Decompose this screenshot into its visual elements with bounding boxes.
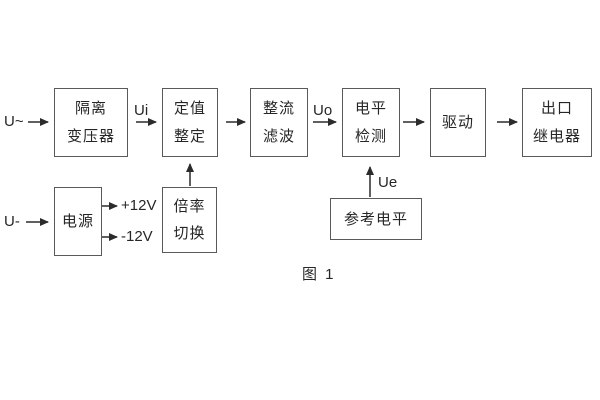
block-level-detection: 电平 检测 [342,88,400,157]
block-label: 电平 [354,100,387,118]
block-label: 切换 [173,224,206,242]
block-ratio-switch: 倍率 切换 [162,187,217,253]
block-label: 参考电平 [343,210,408,228]
block-label: 出口 [540,100,573,118]
label-ac-input: U~ [4,113,24,130]
label-ue: Ue [378,174,398,191]
block-label: 变压器 [66,127,115,145]
label-rail-pos: +12V [121,197,157,214]
block-output-relay: 出口 继电器 [522,88,592,157]
block-value-setting: 定值 整定 [162,88,218,157]
label-uo: Uo [313,102,333,119]
figure-caption: 图 1 [302,266,336,283]
block-label: 倍率 [173,198,206,216]
block-label: 整流 [262,100,295,118]
label-dc-input: U- [4,213,20,230]
block-label: 检测 [354,127,387,145]
block-isolation-transformer: 隔离 变压器 [54,88,128,157]
block-label: 驱动 [441,114,474,131]
label-ui: Ui [134,102,149,119]
block-label: 隔离 [74,100,107,118]
label-rail-neg: -12V [121,228,153,245]
block-drive: 驱动 [430,88,486,157]
block-power-supply: 电源 [54,187,102,256]
block-label: 定值 [173,100,206,118]
block-label: 继电器 [532,127,581,145]
block-label: 整定 [173,127,206,145]
block-label: 滤波 [262,127,295,145]
block-reference-level: 参考电平 [330,198,422,240]
block-rectifier-filter: 整流 滤波 [250,88,308,157]
block-label: 电源 [61,213,94,230]
